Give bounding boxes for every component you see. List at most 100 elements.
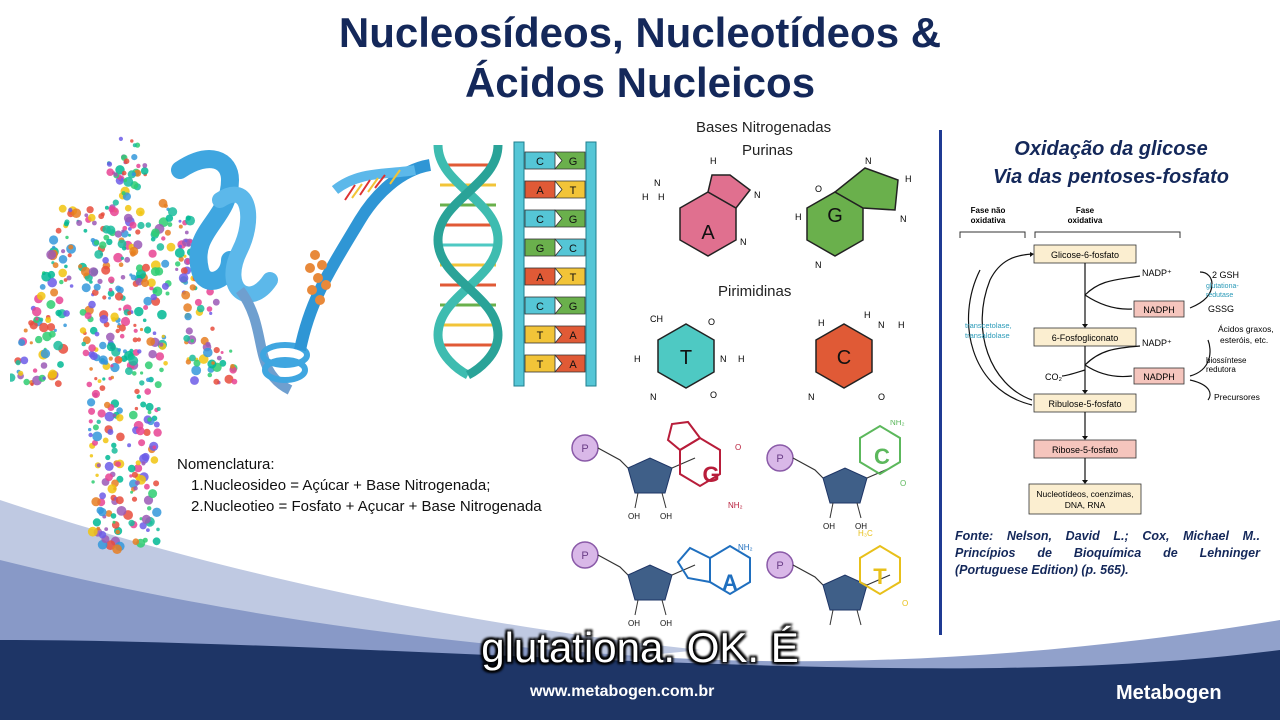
svg-text:6-Fosfogliconato: 6-Fosfogliconato [1052,333,1119,343]
svg-text:biossíntese: biossíntese [1206,356,1247,365]
svg-text:N: N [650,392,657,402]
svg-text:H: H [658,192,665,202]
box-nadph2 [1133,367,1185,385]
svg-text:N: N [720,354,727,364]
ribose-sugar [627,457,673,494]
oxidacao-title-line2: Via das pentoses-fosfato [993,166,1229,188]
svg-text:DNA, RNA: DNA, RNA [1065,500,1106,510]
svg-text:N: N [740,237,747,247]
svg-text:OH: OH [660,619,672,628]
double-helix [433,144,503,380]
svg-text:NH₂: NH₂ [738,543,753,552]
ladder-base-right [554,209,586,228]
ladder-letter-right: G [569,156,578,168]
ribose-sugar [627,564,673,601]
svg-text:NH₂: NH₂ [728,501,743,510]
ladder-base-left [524,325,556,344]
box-products [1028,483,1142,515]
svg-text:H: H [634,354,641,364]
svg-text:N: N [754,190,761,200]
svg-text:Ácidos graxos,: Ácidos graxos, [1218,324,1274,334]
svg-text:transaldolase: transaldolase [965,331,1010,340]
svg-text:H: H [864,310,871,320]
svg-text:N: N [815,260,822,270]
svg-text:NADPH: NADPH [1143,305,1175,315]
svg-text:H: H [795,212,802,222]
ladder-base-right [554,354,586,373]
ladder-base-left [524,180,556,199]
box-nadph1 [1133,300,1185,318]
nomenclatura-heading: Nomenclatura: [177,456,275,473]
cytidine-base: C NH₂ O [859,420,906,488]
thymine-structure: T CH O N H H N O [634,314,745,402]
oxidacao-title-line1: Oxidação da glicose [1014,138,1208,160]
ladder-letter-left: C [536,214,544,226]
ladder-letter-right: G [569,214,578,226]
svg-text:P: P [776,560,783,572]
svg-text:OH: OH [855,522,867,531]
slide-title-line2: Ácidos Nucleicos [464,59,816,106]
nomenclatura-block: Nomenclatura: 1.Nucleosideo = Açúcar + B… [177,454,542,517]
svg-text:P: P [776,453,783,465]
svg-text:N: N [808,392,815,402]
svg-text:oxidativa: oxidativa [1068,216,1103,225]
nomenclatura-item-2: 2.Nucleotieo = Fosfato + Açucar + Base N… [191,498,542,515]
chromosome-dna-illustration [171,150,432,395]
video-caption: glutationa. OK. É [481,624,799,671]
slide-title-line1: Nucleosídeos, Nucleotídeos & [338,9,942,56]
ladder-base-left [524,354,556,373]
svg-text:CO₂: CO₂ [1045,372,1063,382]
svg-text:OH: OH [628,619,640,628]
svg-text:H: H [738,354,745,364]
bases-header: Bases Nitrogenadas [696,119,832,136]
ladder-letter-left: G [536,243,545,255]
ladder-base-right [554,180,586,199]
ribose-sugar [822,467,868,504]
footer-url-link[interactable]: www.metabogen.com.br [530,683,715,700]
svg-text:NADP⁺: NADP⁺ [1142,268,1172,278]
svg-text:H₃C: H₃C [858,529,873,538]
svg-text:redutora: redutora [1206,365,1236,374]
ladder-base-right [554,238,586,257]
svg-text:Nucleotídeos, coenzimas,: Nucleotídeos, coenzimas, [1036,489,1133,499]
svg-text:H: H [898,320,905,330]
svg-text:glutationa-: glutationa- [1206,283,1239,290]
ladder-letter-right: A [569,330,577,342]
svg-text:O: O [900,479,906,488]
ladder-base-left [524,238,556,257]
ladder-letter-left: T [537,330,544,342]
ladder-base-right [554,325,586,344]
svg-text:NADPH: NADPH [1143,372,1175,382]
adenine-structure: A H H N N H N [642,156,761,257]
ladder-base-left [524,296,556,315]
ladder-letter-right: T [570,272,577,284]
svg-text:Ribose-5-fosfato: Ribose-5-fosfato [1052,445,1118,455]
svg-text:H: H [818,318,825,328]
svg-text:transcetolase,: transcetolase, [965,321,1012,330]
svg-text:N: N [878,320,885,330]
thymidine-base: T H₃C O [858,529,908,608]
vertical-divider [939,130,942,635]
svg-text:O: O [815,184,822,194]
cytosine-structure: C H H N H O N [808,310,905,402]
pentose-phosphate-pathway: Fase não oxidativa Fase oxidativa Glicos… [959,206,1274,515]
svg-text:N: N [865,156,872,166]
svg-text:N: N [654,178,661,188]
svg-text:esteróis, etc.: esteróis, etc. [1220,335,1268,345]
svg-text:O: O [902,599,908,608]
nomenclatura-item-1: 1.Nucleosideo = Açúcar + Base Nitrogenad… [191,477,491,494]
guanine-letter: G [827,205,843,227]
svg-text:2 GSH: 2 GSH [1212,270,1239,280]
c-letter: C [874,444,890,469]
a-letter: A [722,570,738,595]
svg-text:CH: CH [650,314,663,324]
svg-text:P: P [581,443,588,455]
ladder-base-right [554,151,586,170]
nitrogenous-bases-structures: A H H N N H N G O H N H N N T CH O N H H… [634,156,912,402]
svg-text:OH: OH [823,522,835,531]
purinas-label: Purinas [742,142,793,159]
svg-text:redutase: redutase [1206,292,1233,299]
ribose-sugar [822,574,868,611]
ladder-letter-left: T [537,359,544,371]
